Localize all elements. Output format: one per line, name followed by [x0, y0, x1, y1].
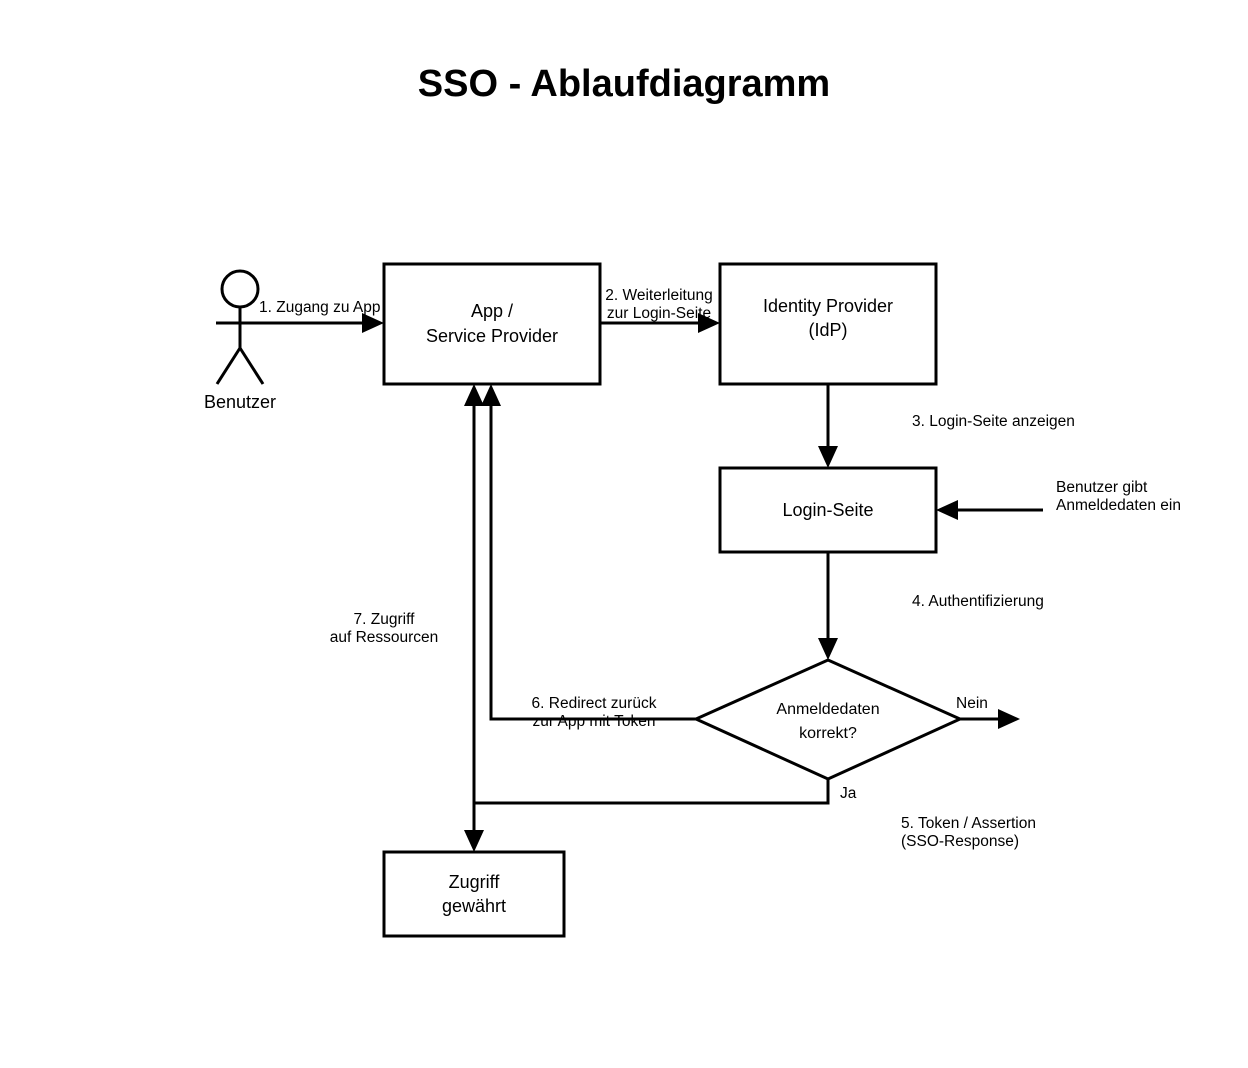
edge-label-4: 4. Authentifizierung — [912, 593, 1044, 610]
edge-label-5-line-2: (SSO-Response) — [901, 833, 1019, 850]
arrowhead-icon — [998, 709, 1020, 729]
edge-access-resources: 7. Zugriff auf Ressourcen — [330, 384, 484, 852]
edge-label-3: 3. Login-Seite anzeigen — [912, 413, 1075, 430]
idp-label-line-2: (IdP) — [808, 320, 847, 340]
edge-label-6-line-1: 6. Redirect zurück — [532, 695, 657, 712]
edge-label-7-line-2: auf Ressourcen — [330, 629, 439, 646]
arrowhead-icon — [936, 500, 958, 520]
edge-label-input-line-1: Benutzer gibt — [1056, 479, 1148, 496]
arrowhead-icon — [362, 313, 384, 333]
decision-label-line-2: korrekt? — [799, 725, 857, 742]
node-decision-credentials: Anmeldedaten korrekt? — [692, 658, 964, 781]
edge-show-login: 3. Login-Seite anzeigen — [818, 384, 1075, 468]
arrowhead-icon — [464, 830, 484, 852]
stick-figure-actor-icon — [215, 269, 265, 385]
node-access-granted: Zugriff gewährt — [382, 850, 566, 938]
access-label-line-1: Zugriff — [449, 872, 501, 892]
edge-yes: Ja — [474, 779, 857, 805]
edge-redirect-login: 2. Weiterleitung zur Login-Seite — [600, 287, 720, 333]
edge-authentication: 4. Authentifizierung — [818, 552, 1044, 660]
edge-redirect-with-token: 6. Redirect zurück zur App mit Token — [481, 384, 696, 730]
edge-label-2-line-2: zur Login-Seite — [607, 305, 711, 322]
decision-label-line-1: Anmeldedaten — [776, 701, 879, 718]
edge-access-app: 1. Zugang zu App — [240, 299, 384, 333]
edge-label-1: 1. Zugang zu App — [259, 299, 381, 316]
diagram-title: SSO - Ablaufdiagramm — [418, 63, 830, 105]
edge-label-2-line-1: 2. Weiterleitung — [605, 287, 712, 304]
edge-label-5-line-1: 5. Token / Assertion — [901, 815, 1036, 832]
node-login-page: Login-Seite — [718, 466, 938, 554]
edge-line — [489, 404, 696, 721]
edge-label-no: Nein — [956, 695, 988, 712]
node-identity-provider: Identity Provider (IdP) — [718, 262, 938, 386]
app-label-line-1: App / — [471, 301, 513, 321]
edge-label-6-line-2: zur App mit Token — [533, 713, 656, 730]
edge-no: Nein — [956, 695, 1020, 729]
actor-benutzer: Benutzer — [204, 269, 276, 412]
access-label-line-2: gewährt — [442, 896, 506, 916]
edge-token-assertion: 5. Token / Assertion (SSO-Response) — [901, 815, 1036, 850]
arrowhead-icon — [481, 384, 501, 406]
edge-line — [474, 779, 830, 805]
edge-label-yes: Ja — [840, 785, 857, 802]
edge-user-input: Benutzer gibt Anmeldedaten ein — [936, 479, 1181, 520]
edge-label-input-line-2: Anmeldedaten ein — [1056, 497, 1181, 514]
app-label-line-2: Service Provider — [426, 326, 558, 346]
actor-label: Benutzer — [204, 392, 276, 412]
arrowhead-icon — [464, 384, 484, 406]
arrowhead-icon — [698, 313, 720, 333]
edge-label-7-line-1: 7. Zugriff — [354, 611, 416, 628]
idp-label-line-1: Identity Provider — [763, 296, 893, 316]
node-app-service-provider: App / Service Provider — [382, 262, 602, 386]
arrowhead-icon — [818, 446, 838, 468]
arrowhead-icon — [818, 638, 838, 660]
login-label: Login-Seite — [782, 500, 873, 520]
